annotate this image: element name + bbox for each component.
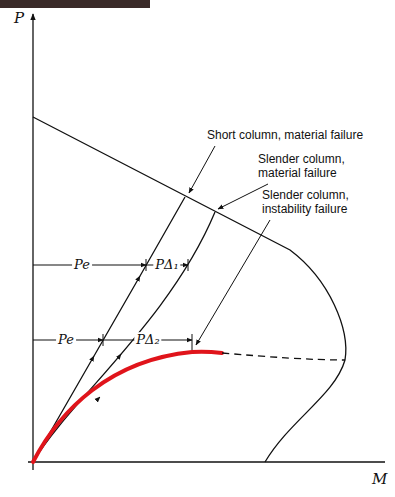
tick	[146, 259, 147, 271]
unstable-branch	[222, 353, 345, 360]
callout-label: Short column, material failure	[207, 128, 363, 142]
short-column-path	[33, 197, 185, 462]
axis-label: P	[14, 9, 24, 27]
leader-line	[218, 184, 268, 209]
instability-highlight	[33, 352, 222, 462]
callout-label: Slender column, instability failure	[262, 188, 387, 217]
leader-line	[196, 220, 270, 345]
tick	[188, 259, 189, 271]
photo-border	[0, 0, 150, 8]
moment-label: PΔ₂	[134, 332, 161, 348]
instability-path	[33, 352, 222, 462]
moment-label: PΔ₁	[153, 257, 180, 273]
tick	[192, 334, 193, 350]
path-arrow	[118, 354, 121, 358]
tick	[103, 334, 104, 346]
path-arrow	[97, 397, 100, 400]
moment-label: Pe	[72, 257, 92, 273]
leader-line	[189, 146, 215, 193]
p-axis	[32, 14, 33, 470]
slender-material-path	[33, 212, 215, 462]
moment-label: Pe	[56, 332, 76, 348]
axis-label: M	[372, 470, 387, 488]
m-axis	[28, 461, 385, 462]
callout-label: Slender column, material failure	[258, 152, 383, 181]
